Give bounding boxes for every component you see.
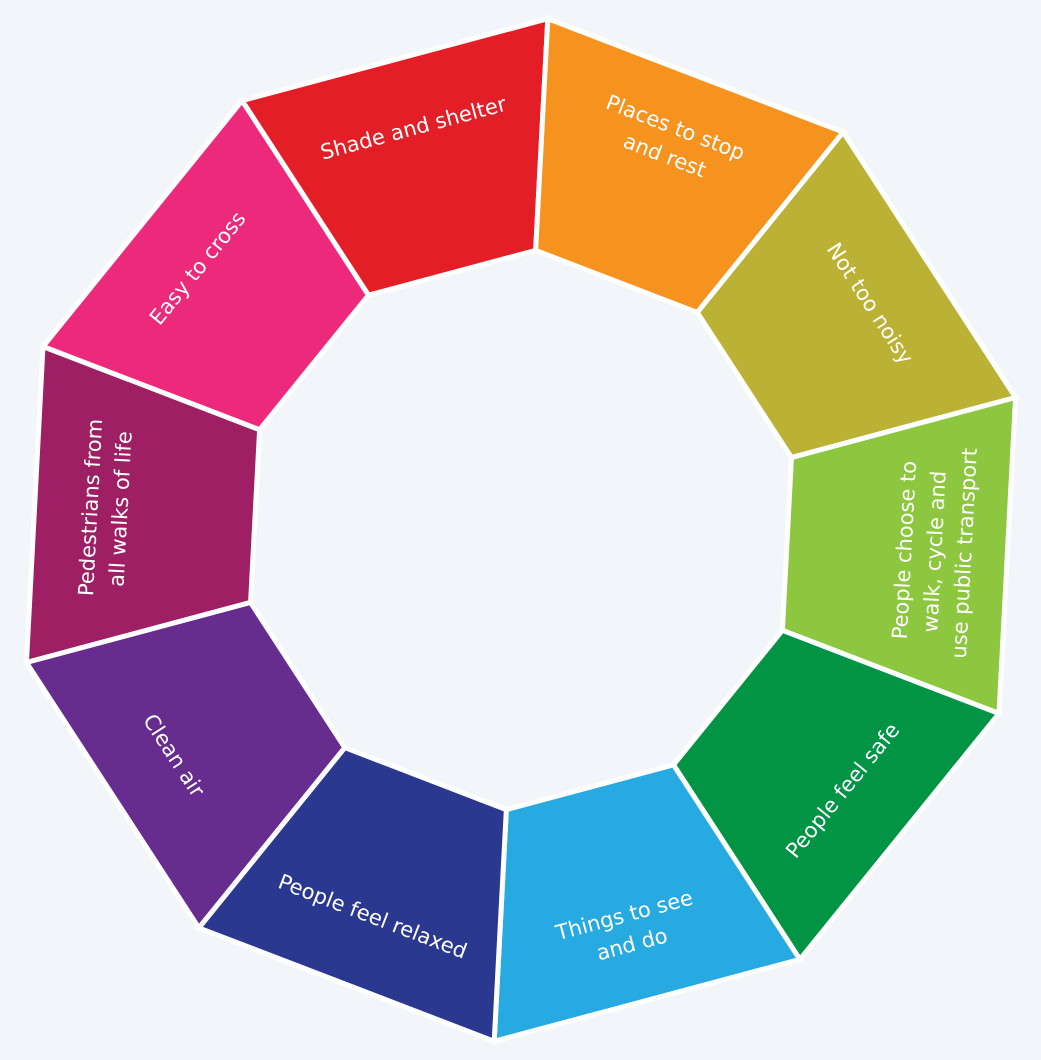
wheel-center [238,247,804,813]
wheel-segment [22,599,348,933]
wheel-segments [22,15,1020,1045]
